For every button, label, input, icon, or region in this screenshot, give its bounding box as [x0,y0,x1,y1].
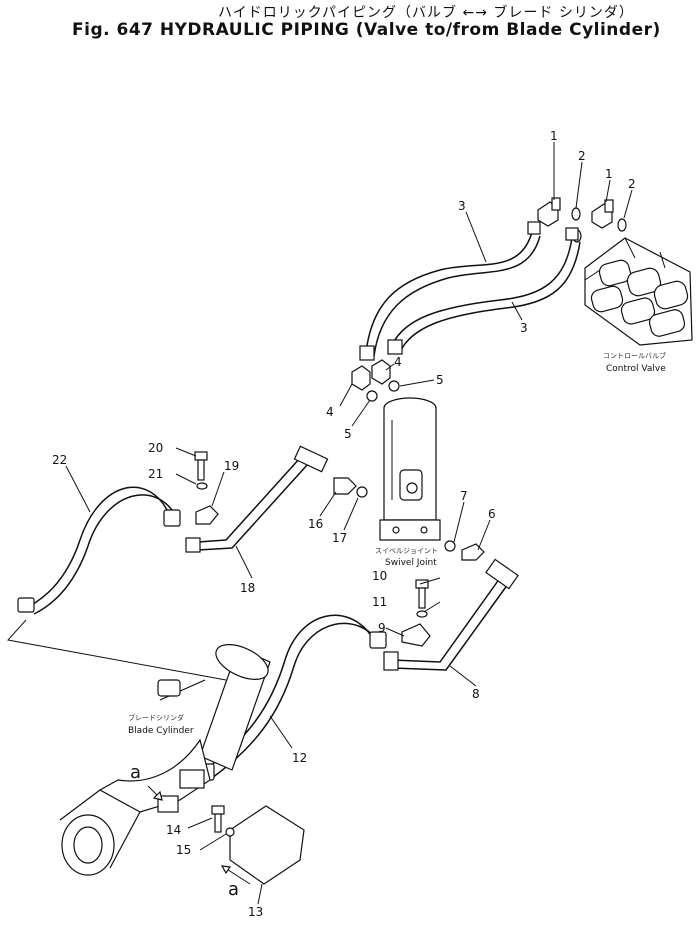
callout-15: 15 [176,843,191,857]
callout-5a: 5 [436,373,444,387]
bolt-20 [194,451,208,481]
blade-cylinder-caption-jp: ブレードシリンダ [128,713,184,722]
control-valve [584,237,693,346]
callout-leaders [65,142,633,905]
washer-11 [416,610,428,618]
elbow-fitting-left [537,197,561,227]
bolt-10 [415,579,429,609]
fitting-4-left [351,365,371,391]
callout-12: 12 [292,751,307,765]
swivel-joint-caption: Swivel Joint [385,558,437,568]
hose-end-a [527,221,541,235]
elbow-fitting-right [591,199,614,229]
control-valve-caption-jp: コントロールバルブ [603,351,666,360]
leader-line-hose-22 [7,619,227,681]
callout-9: 9 [378,621,386,635]
blade-cylinder [59,644,271,876]
callout-7: 7 [460,489,468,503]
callout-3a: 3 [458,199,466,213]
callout-16: 16 [308,517,323,531]
fitting-16 [333,477,357,495]
callout-11: 11 [372,595,387,609]
callout-13: 13 [248,905,263,919]
o-ring-17 [356,486,368,498]
callout-numbers: 1 1 2 2 3 3 4 4 5 5 6 7 8 9 10 11 12 13 … [52,129,636,919]
hose-3-lower [391,237,581,353]
callout-1a: 1 [550,129,558,143]
hose-3-upper [365,231,541,357]
tube-18 [185,445,329,553]
blade-cylinder-caption: Blade Cylinder [128,726,194,736]
callout-8: 8 [472,687,480,701]
callout-3b: 3 [520,321,528,335]
callout-10: 10 [372,569,387,583]
o-ring-5-left [366,390,378,402]
view-marker-a-bottom: a [228,879,239,900]
callout-18: 18 [240,581,255,595]
hose-end-b [565,227,579,241]
view-arrowhead-top [152,790,163,801]
callout-4b: 4 [326,405,334,419]
fitting-6 [461,543,485,561]
hose-end-c [359,345,375,361]
callout-17: 17 [332,531,347,545]
clamp-19 [195,505,219,525]
washer-21 [196,482,208,490]
fitting-4-right [371,359,391,385]
callout-22: 22 [52,453,67,467]
view-marker-a-top: a [130,762,141,783]
o-ring-top-right [617,218,627,232]
callout-21: 21 [148,467,163,481]
o-ring-top-left [571,207,581,221]
o-ring-5-right [388,380,400,392]
swivel-joint [379,397,441,541]
bolt-14 [211,805,225,833]
clamp-9 [401,623,431,647]
callout-6: 6 [488,507,496,521]
callout-19: 19 [224,459,239,473]
callout-2a: 2 [578,149,586,163]
hose-end-d [387,339,403,355]
o-ring-7 [444,540,456,552]
hose-22 [17,486,181,615]
callout-20: 20 [148,441,163,455]
callout-5b: 5 [344,427,352,441]
washer-15 [225,827,235,837]
callout-4a: 4 [394,355,402,369]
swivel-joint-caption-jp: スイベルジョイント [375,547,438,555]
view-arrowhead-bottom [220,865,232,875]
tube-8 [383,558,519,671]
guard-13 [229,805,305,885]
callout-1b: 1 [605,167,613,181]
callout-14: 14 [166,823,181,837]
callout-2b: 2 [628,177,636,191]
figure-title: Fig. 647 HYDRAULIC PIPING (Valve to/from… [72,20,661,40]
title-japanese: ハイドロリックパイピング（バルブ ←→ ブレード シリンダ） [218,5,634,21]
control-valve-caption: Control Valve [606,364,666,374]
